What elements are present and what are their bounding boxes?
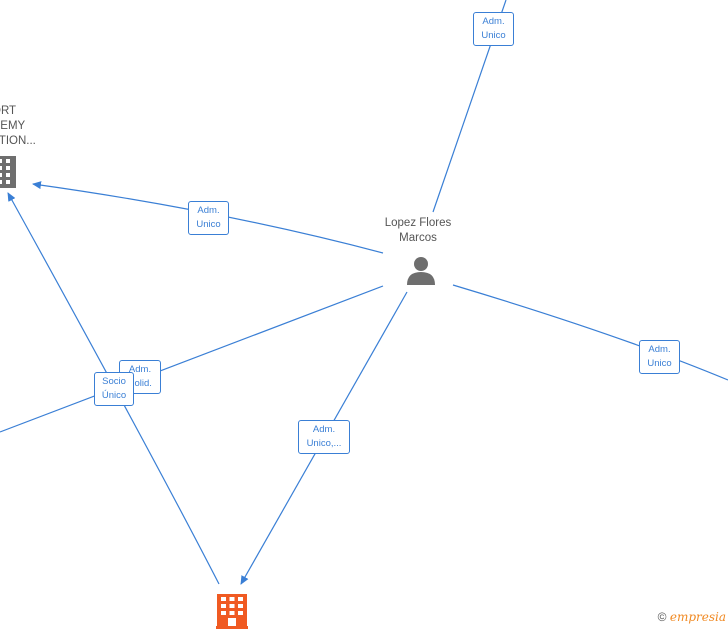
edge-label[interactable]: Socio Único <box>94 372 134 406</box>
edge-label[interactable]: Adm. Unico <box>188 201 229 235</box>
edge-person-lowerleft <box>0 285 384 433</box>
copyright-symbol: © <box>657 610 667 624</box>
edge-person-right <box>452 284 728 381</box>
brand-logo[interactable]: empresia <box>669 610 726 624</box>
footer-brand: © empresia <box>658 610 726 624</box>
person-icon[interactable] <box>406 255 436 285</box>
edge-bottom-to-left-company <box>7 192 220 585</box>
edge-label[interactable]: Adm. Unico,... <box>298 420 350 454</box>
building-icon[interactable] <box>216 594 248 630</box>
building-icon[interactable] <box>0 156 16 188</box>
company-left-name[interactable]: ORT DEMY ATION... <box>0 105 36 147</box>
edge-label[interactable]: Adm. Unico <box>473 12 514 46</box>
edge-label[interactable]: Adm. Unico <box>639 340 680 374</box>
person-name[interactable]: Lopez Flores Marcos <box>384 217 452 244</box>
